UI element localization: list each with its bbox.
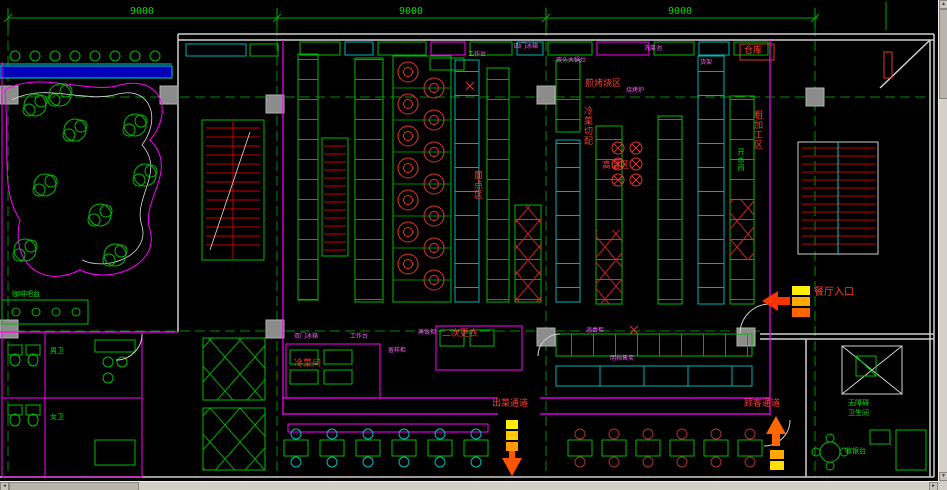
booth-seating: [202, 337, 266, 471]
serving-counters: [287, 333, 753, 433]
equipment-top-row: [185, 41, 769, 71]
restrooms: [1, 331, 143, 478]
cold-dish-room: [285, 343, 381, 399]
wok-stove-line: [392, 55, 452, 303]
staircase-center: [321, 137, 349, 257]
door-arcs: [115, 303, 791, 447]
dish-exit-arrow: [502, 420, 522, 476]
vertical-scrollbar-track[interactable]: [939, 99, 947, 472]
dimension-label: 9000: [668, 6, 692, 17]
entrance-arrow: [762, 286, 810, 317]
coffee-bar: [1, 299, 89, 325]
vertical-scrollbar-thumb[interactable]: [939, 9, 947, 99]
scroll-right-button[interactable]: ►: [929, 482, 938, 490]
garden-landscape: [0, 50, 173, 300]
structural-columns: [0, 85, 825, 347]
dimension-label: 9000: [399, 6, 423, 17]
horizontal-scrollbar-thumb[interactable]: [9, 482, 139, 490]
scroll-down-button[interactable]: ▼: [939, 472, 947, 481]
customer-path-arrow: [766, 416, 786, 470]
warehouse-box: [739, 43, 775, 61]
changing-room: [435, 325, 523, 371]
dimension-labels: 9000 9000 9000: [130, 6, 692, 17]
vertical-scrollbar[interactable]: ▲ ▼: [938, 0, 947, 481]
misc-red-marks: [465, 51, 893, 335]
dimension-label: 9000: [130, 6, 154, 17]
staircase-right: [797, 141, 879, 255]
scroll-up-button[interactable]: ▲: [939, 0, 947, 9]
scrollbar-corner: [938, 481, 947, 490]
elevator-shaft: [841, 345, 903, 395]
staircase-left: [201, 119, 265, 261]
equipment-benches: [297, 53, 755, 305]
walls: [0, 33, 935, 478]
cashier-area: [811, 355, 927, 471]
horizontal-scrollbar[interactable]: ◄ ►: [0, 481, 938, 490]
scroll-left-button[interactable]: ◄: [0, 482, 9, 490]
horizontal-scrollbar-track[interactable]: [139, 482, 929, 490]
